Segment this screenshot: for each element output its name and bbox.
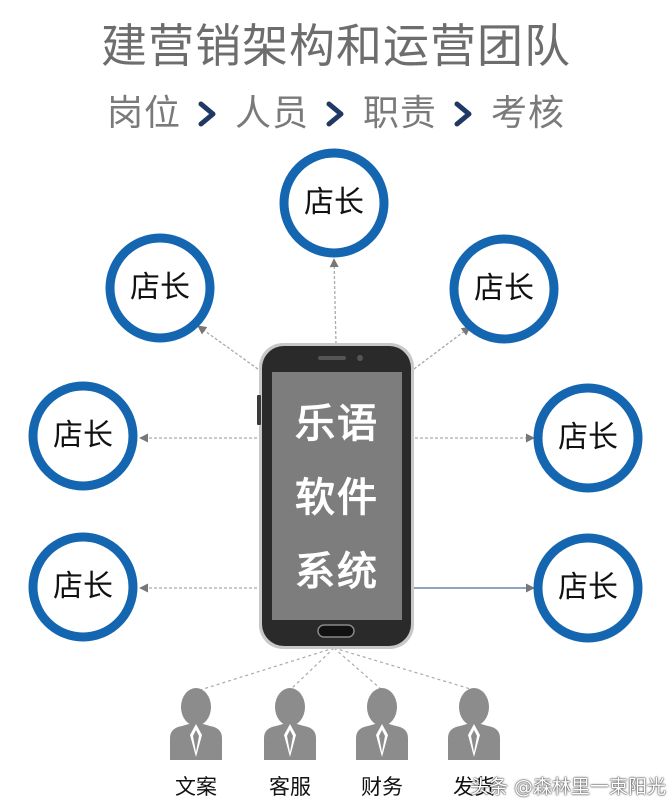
node-label-upper-right: 店长: [474, 271, 534, 306]
node-ring-upper-left: [105, 233, 215, 343]
connector-top: [329, 258, 339, 345]
node-ring-upper-right: [449, 234, 559, 344]
process-flow: 岗位 人员 职责 考核: [0, 88, 672, 140]
connector-role-4: [333, 647, 475, 691]
node-ring-low-left: [28, 532, 138, 642]
screen-line-1: 乐语: [295, 401, 379, 447]
person-icon: [356, 688, 408, 760]
flow-step-assessment: 考核: [491, 93, 566, 134]
person-icon: [448, 688, 500, 760]
node-ring-low-right: [533, 533, 643, 643]
role-label-copywriting: 文案: [175, 775, 217, 799]
node-ring-mid-right: [533, 383, 643, 493]
role-label-shipping: 发货: [453, 775, 495, 799]
connector-upper-left: [197, 325, 263, 373]
phone-illustration: [257, 343, 414, 649]
flow-step-position: 岗位: [106, 93, 181, 134]
node-label-upper-left: 店长: [130, 270, 190, 305]
arrow-right-icon: [326, 101, 344, 127]
connector-role-1: [199, 647, 335, 691]
watermark: 头条 @森林里一束阳光: [470, 776, 667, 798]
node-label-low-right: 店长: [558, 570, 618, 605]
screen-line-2: 软件: [295, 475, 379, 521]
arrow-right-icon: [454, 101, 472, 127]
screen-line-3: 系统: [295, 549, 379, 595]
node-label-mid-right: 店长: [558, 420, 618, 455]
connector-role-3: [333, 647, 383, 691]
person-icon: [170, 688, 222, 760]
person-icon: [264, 688, 316, 760]
node-label-top: 店长: [304, 185, 364, 220]
role-label-finance: 财务: [361, 775, 403, 799]
node-ring-mid-left: [28, 381, 138, 491]
flow-step-staff: 人员: [234, 93, 309, 134]
role-label-customer-service: 客服: [269, 775, 311, 799]
page-title: 建营销架构和运营团队: [101, 19, 571, 73]
connector-upper-right: [409, 326, 471, 373]
node-label-mid-left: 店长: [53, 418, 113, 453]
arrow-right-icon: [198, 101, 216, 127]
connector-role-2: [289, 647, 335, 691]
flow-step-duties: 职责: [363, 93, 438, 134]
node-label-low-left: 店长: [53, 569, 113, 604]
node-ring-top: [279, 148, 389, 258]
